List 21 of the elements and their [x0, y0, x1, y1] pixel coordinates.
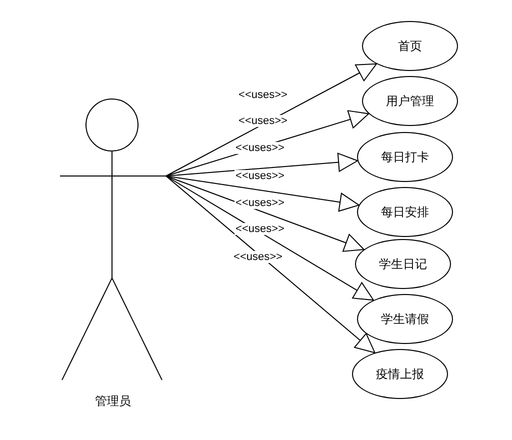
use-case-ellipse: 每日安排	[357, 187, 453, 237]
arrow	[166, 176, 374, 301]
use-case-ellipse: 用户管理	[362, 76, 458, 126]
use-case-ellipse: 疫情上报	[352, 349, 448, 399]
use-case-ellipse: 学生日记	[355, 239, 451, 289]
edge-label: <<uses>>	[238, 89, 288, 101]
arrow	[166, 176, 360, 212]
arrow	[166, 152, 358, 176]
use-case-ellipse: 每日打卡	[357, 132, 453, 182]
arrow	[166, 63, 377, 176]
actor-name: 管理员	[94, 393, 132, 410]
edge-label: <<uses>>	[232, 251, 284, 263]
edge-label: <<uses>>	[234, 142, 286, 154]
edge-label: <<uses>>	[234, 170, 286, 182]
edge-label: <<uses>>	[234, 197, 286, 209]
edge-label: <<uses>>	[238, 115, 288, 127]
edge-label: <<uses>>	[234, 223, 286, 235]
use-case-ellipse: 学生请假	[357, 294, 453, 344]
use-case-ellipse: 首页	[362, 21, 458, 71]
arrow	[166, 176, 364, 252]
arrow	[166, 176, 376, 354]
